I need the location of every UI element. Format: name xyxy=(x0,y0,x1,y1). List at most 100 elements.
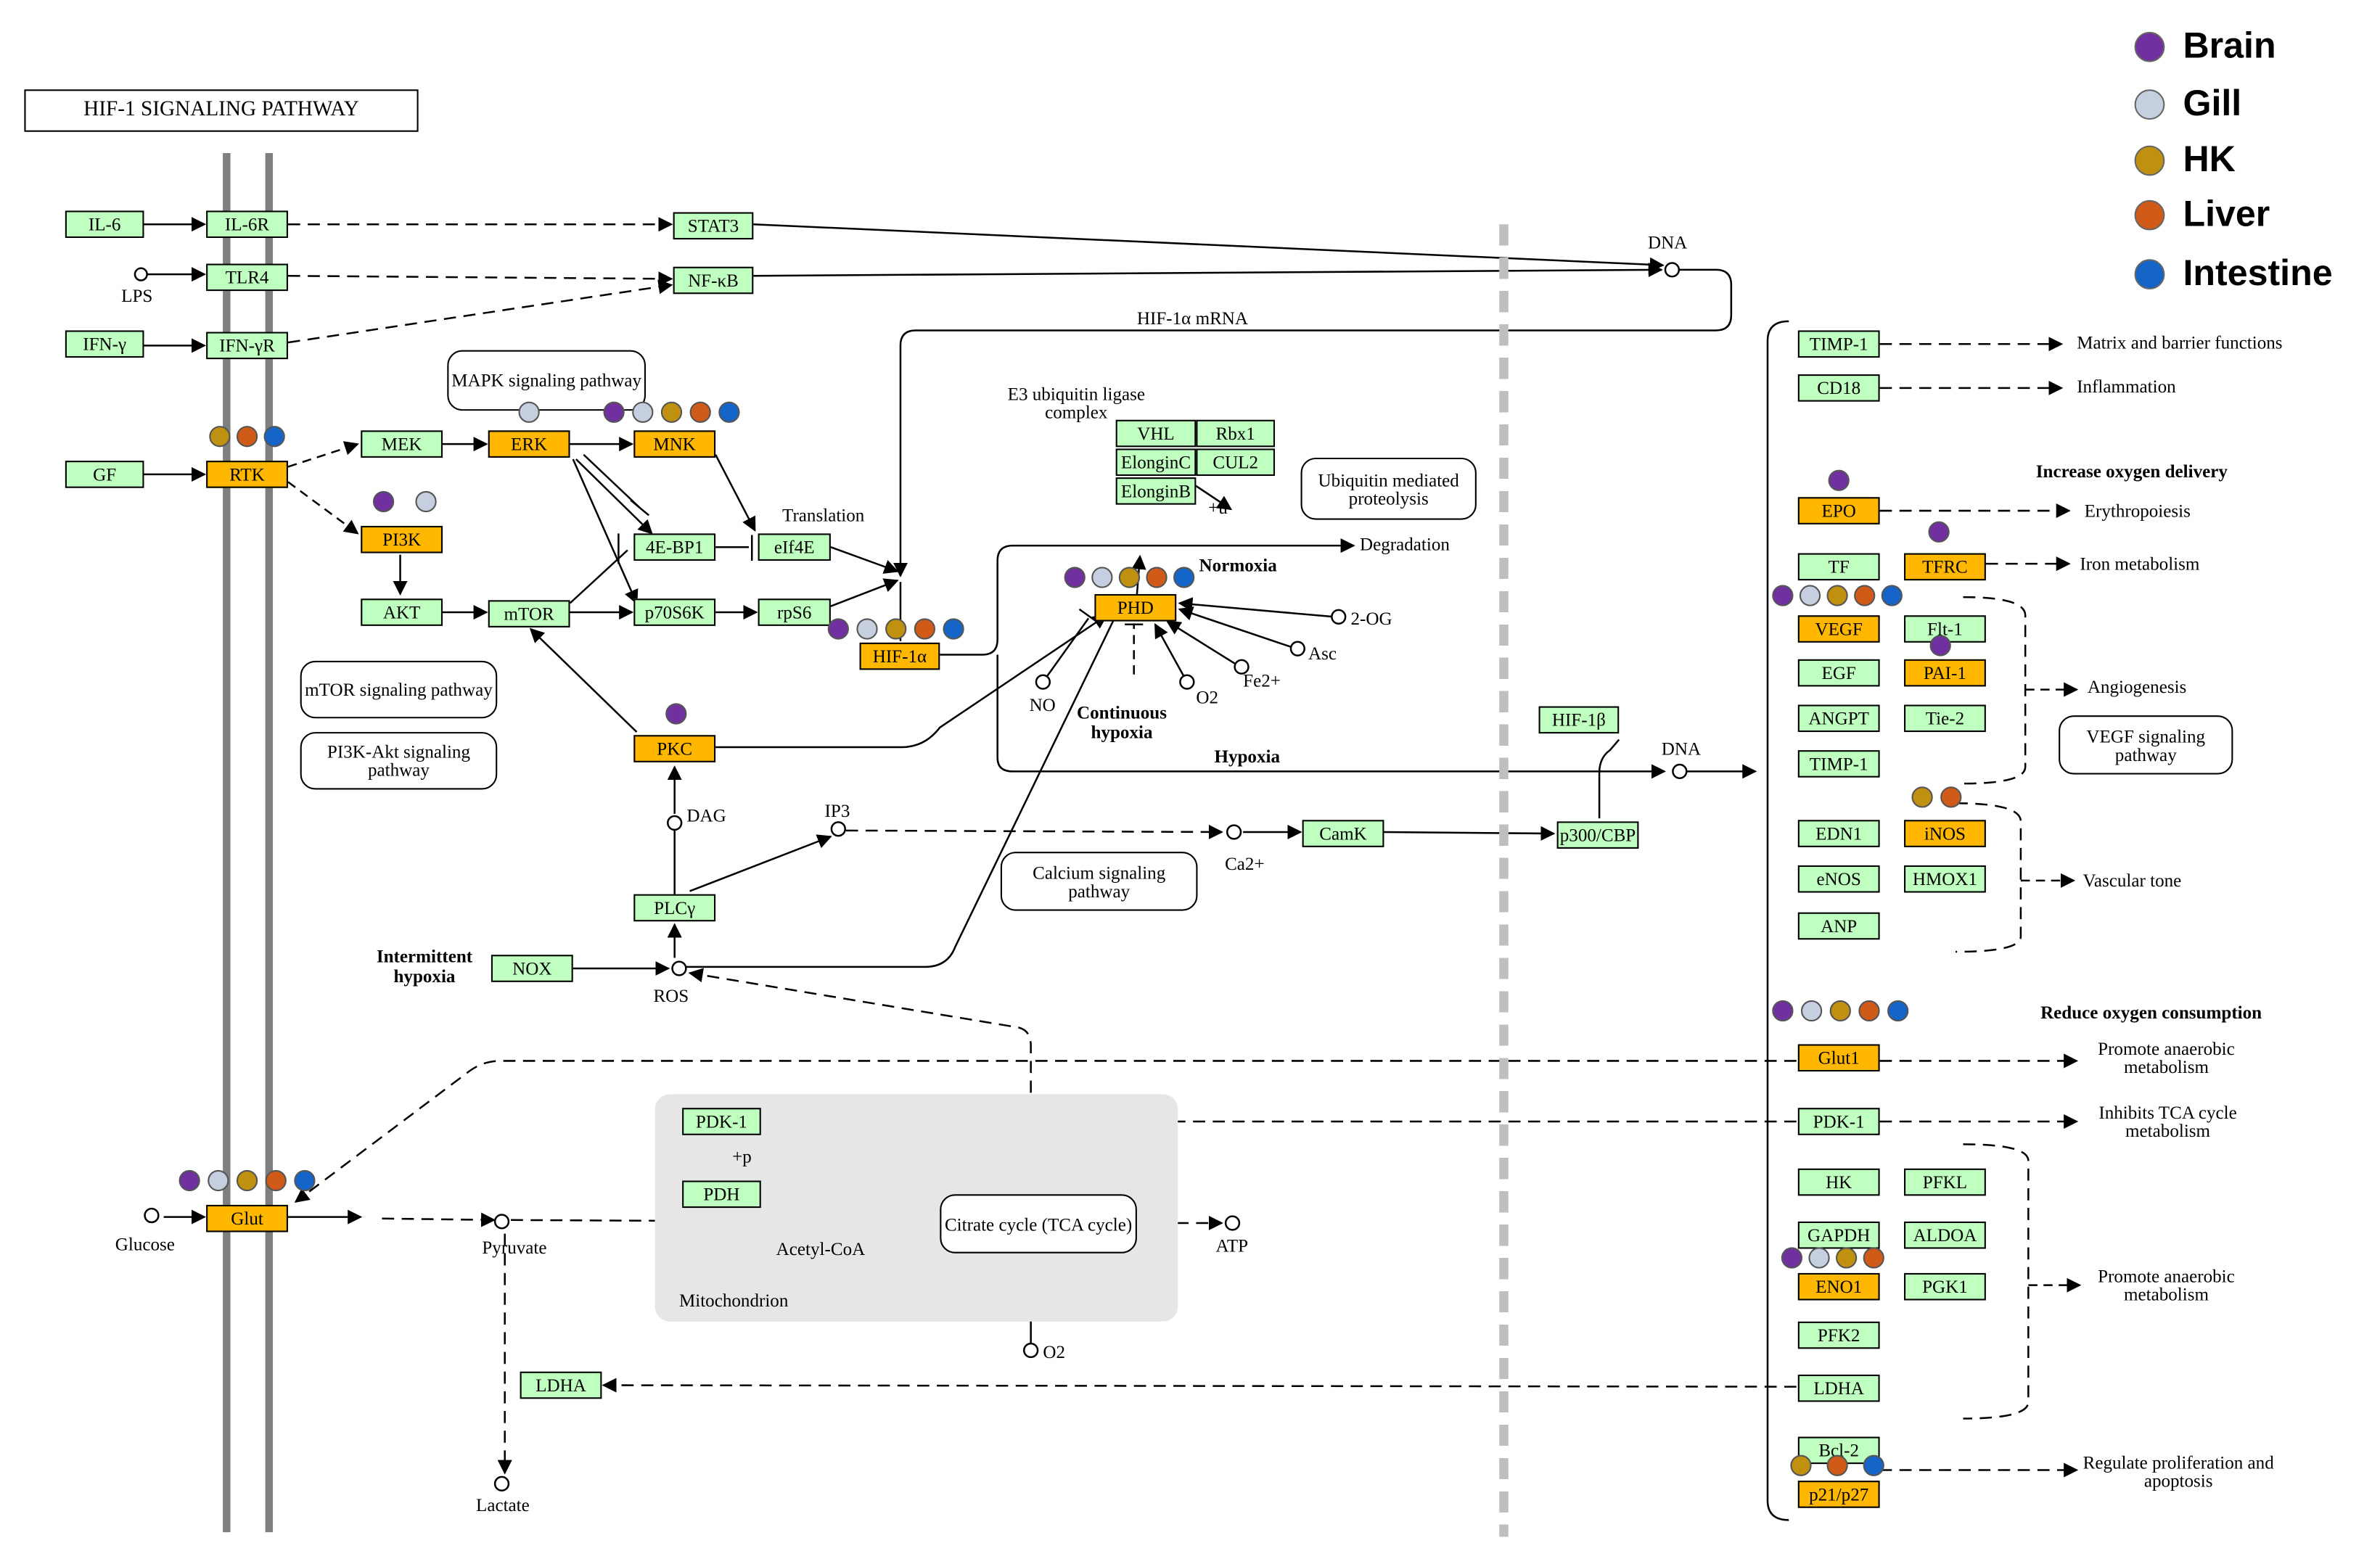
brain-tissue-marker xyxy=(665,703,687,725)
gene-rtk[interactable]: RTK xyxy=(206,461,288,488)
gene-egf[interactable]: EGF xyxy=(1797,659,1880,687)
gene-mek[interactable]: MEK xyxy=(361,430,443,458)
gene-tie2[interactable]: Tie-2 xyxy=(1904,704,1986,733)
liver-marker-icon xyxy=(2134,199,2165,231)
gene-tf[interactable]: TF xyxy=(1797,553,1880,581)
compound-atp: ATP xyxy=(1215,1235,1249,1256)
legend-brain: Brain xyxy=(2134,26,2276,67)
hk-tissue-marker xyxy=(885,618,907,640)
gene-p70s6k[interactable]: p70S6K xyxy=(633,598,716,626)
gene-inos[interactable]: iNOS xyxy=(1904,820,1986,847)
hk-tissue-marker xyxy=(1836,1247,1858,1269)
gene-il6[interactable]: IL-6 xyxy=(65,210,144,239)
pathway-mapk[interactable]: MAPK signaling pathway xyxy=(447,350,646,411)
gene-pgk1[interactable]: PGK1 xyxy=(1904,1272,1986,1301)
gene-erk[interactable]: ERK xyxy=(488,430,570,458)
gene-glut1[interactable]: Glut1 xyxy=(1797,1044,1880,1072)
gene-hmox1[interactable]: HMOX1 xyxy=(1904,865,1986,893)
gene-pfk2[interactable]: PFK2 xyxy=(1797,1321,1880,1349)
gene-gapdh[interactable]: GAPDH xyxy=(1797,1221,1880,1249)
compound-dag: DAG xyxy=(686,804,726,826)
gene-pdk1-mito[interactable]: PDK-1 xyxy=(682,1108,761,1135)
gene-cul2[interactable]: CUL2 xyxy=(1196,448,1276,477)
gene-il6r[interactable]: IL-6R xyxy=(206,210,288,239)
gene-hif1a[interactable]: HIF-1α xyxy=(859,642,940,670)
gene-hk[interactable]: HK xyxy=(1797,1168,1880,1196)
gene-timp1-a[interactable]: TIMP-1 xyxy=(1797,330,1880,358)
gene-p21p27[interactable]: p21/p27 xyxy=(1797,1481,1880,1508)
gene-timp1-b[interactable]: TIMP-1 xyxy=(1797,750,1880,778)
gene-plcy[interactable]: PLCγ xyxy=(633,894,716,922)
gene-nox[interactable]: NOX xyxy=(491,955,573,982)
gene-enos[interactable]: eNOS xyxy=(1797,865,1880,893)
gene-pai1[interactable]: PAI-1 xyxy=(1904,659,1986,687)
brain-tissue-marker xyxy=(603,401,625,423)
gene-tlr4[interactable]: TLR4 xyxy=(206,263,288,292)
brain-tissue-marker xyxy=(1929,635,1951,657)
legend-intestine: Intestine xyxy=(2134,253,2333,294)
compound-glucose: Glucose xyxy=(115,1233,175,1255)
pathway-mtor[interactable]: mTOR signaling pathway xyxy=(300,660,498,719)
compound-lps: LPS xyxy=(121,284,153,307)
gene-ifny[interactable]: IFN-γ xyxy=(65,330,144,358)
outcome-tca-inhibit: Inhibits TCA cycle metabolism xyxy=(2098,1101,2237,1142)
gene-eno1[interactable]: ENO1 xyxy=(1797,1272,1880,1301)
hk-tissue-marker xyxy=(1118,567,1141,588)
gene-nfkb[interactable]: NF-κB xyxy=(673,266,754,295)
compound-lactate: Lactate xyxy=(476,1494,530,1516)
gene-vegf[interactable]: VEGF xyxy=(1797,615,1880,643)
gene-ldha[interactable]: LDHA xyxy=(1797,1374,1880,1402)
gene-pfkl[interactable]: PFKL xyxy=(1904,1168,1986,1196)
compound-no: NO xyxy=(1029,693,1056,716)
gene-edn1[interactable]: EDN1 xyxy=(1797,820,1880,847)
outcome-vascular: Vascular tone xyxy=(2082,870,2182,892)
gene-akt[interactable]: AKT xyxy=(361,598,443,626)
gene-pdh[interactable]: PDH xyxy=(682,1180,761,1209)
pathway-ubiquitin[interactable]: Ubiquitin mediated proteolysis xyxy=(1300,457,1477,520)
gene-mtor[interactable]: mTOR xyxy=(488,600,570,627)
gene-tfrc[interactable]: TFRC xyxy=(1904,553,1986,581)
gene-aldoa[interactable]: ALDOA xyxy=(1904,1221,1986,1249)
gene-gf[interactable]: GF xyxy=(65,461,144,488)
gene-anp[interactable]: ANP xyxy=(1797,912,1880,940)
gene-stat3[interactable]: STAT3 xyxy=(673,212,754,240)
brain-tissue-marker xyxy=(372,490,395,513)
pathway-pi3k-akt[interactable]: PI3K-Akt signaling pathway xyxy=(300,732,498,790)
gene-elonginb[interactable]: ElonginB xyxy=(1115,477,1197,505)
gene-vhl[interactable]: VHL xyxy=(1115,419,1197,448)
gene-phd[interactable]: PHD xyxy=(1094,593,1177,622)
pathway-tca[interactable]: Citrate cycle (TCA cycle) xyxy=(940,1194,1137,1254)
gene-ifnyr[interactable]: IFN-γR xyxy=(206,332,288,360)
hk-marker-icon xyxy=(2134,145,2165,176)
label-plus-p: +p xyxy=(732,1145,752,1167)
compound-pyruvate: Pyruvate xyxy=(482,1236,547,1259)
gill-tissue-marker xyxy=(518,401,540,423)
gene-camk[interactable]: CamK xyxy=(1302,820,1384,847)
hk-tissue-marker xyxy=(209,426,231,448)
gene-pdk1[interactable]: PDK-1 xyxy=(1797,1108,1880,1135)
gene-elonginc[interactable]: ElonginC xyxy=(1115,448,1197,477)
gene-4ebp1[interactable]: 4E-BP1 xyxy=(633,533,716,561)
cell-membrane-outer xyxy=(223,153,231,1533)
gene-hif1b[interactable]: HIF-1β xyxy=(1538,706,1620,734)
gene-rps6[interactable]: rpS6 xyxy=(758,598,831,626)
gene-cd18[interactable]: CD18 xyxy=(1797,374,1880,402)
pathway-vegf[interactable]: VEGF signaling pathway xyxy=(2059,715,2233,775)
gill-tissue-marker xyxy=(1799,585,1821,606)
gene-p300cbp[interactable]: p300/CBP xyxy=(1556,821,1639,849)
gene-glut[interactable]: Glut xyxy=(206,1204,288,1232)
gene-pkc[interactable]: PKC xyxy=(633,735,716,762)
label-plus-u: +u xyxy=(1208,497,1228,519)
gene-angpt[interactable]: ANGPT xyxy=(1797,704,1880,733)
gene-mnk[interactable]: MNK xyxy=(633,430,716,458)
gene-pi3k[interactable]: PI3K xyxy=(361,525,443,553)
outcome-anaerobic-1: Promote anaerobic metabolism xyxy=(2098,1038,2235,1078)
outcome-matrix: Matrix and barrier functions xyxy=(2077,332,2283,353)
gene-ldha-left[interactable]: LDHA xyxy=(520,1371,602,1399)
gene-elf4e[interactable]: eIf4E xyxy=(758,533,831,561)
intestine-tissue-marker xyxy=(1887,1000,1909,1022)
gene-epo[interactable]: EPO xyxy=(1797,497,1880,524)
gene-rbx1[interactable]: Rbx1 xyxy=(1196,419,1276,448)
pathway-calcium[interactable]: Calcium signaling pathway xyxy=(1000,852,1198,911)
gene-flt1[interactable]: Flt-1 xyxy=(1904,615,1986,643)
